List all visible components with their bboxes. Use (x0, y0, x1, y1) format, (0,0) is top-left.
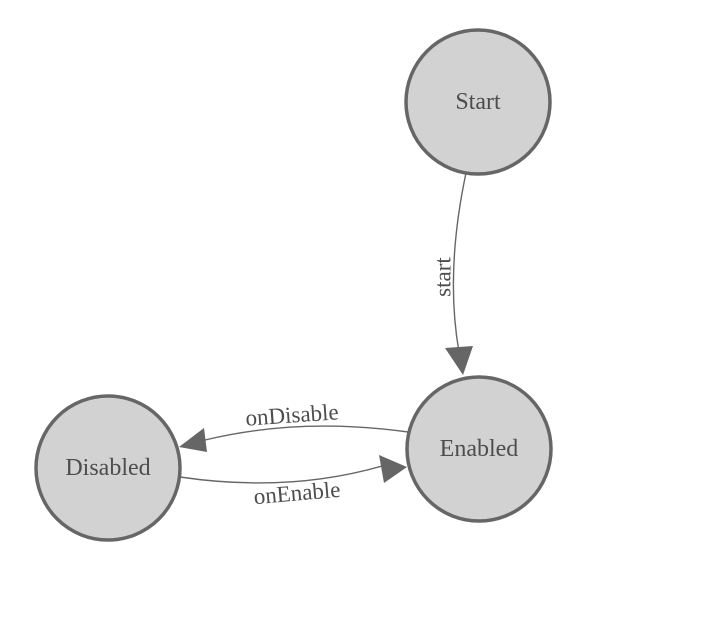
node-start-circle[interactable] (404, 28, 552, 176)
node-start[interactable]: Start (404, 28, 552, 176)
edge-label-start: start (431, 257, 456, 297)
arrowhead-disabled-to-enabled (379, 455, 407, 483)
node-start-label: Start (455, 89, 501, 115)
node-disabled-label: Disabled (65, 455, 150, 481)
edge-enabled-to-disabled: onDisable (179, 399, 409, 452)
edge-enabled-to-disabled-line (204, 425, 409, 441)
edge-disabled-to-enabled: onEnable (179, 455, 407, 509)
edge-disabled-to-enabled-line (179, 465, 383, 484)
node-enabled-circle[interactable] (405, 375, 553, 523)
edge-start-to-enabled: start (431, 172, 473, 375)
node-enabled-label: Enabled (440, 436, 519, 462)
edge-label-on-enable: onEnable (253, 477, 342, 509)
arrowhead-start-to-enabled (445, 346, 473, 375)
node-enabled[interactable]: Enabled (405, 375, 553, 523)
edge-start-to-enabled-line (452, 172, 467, 353)
node-disabled-circle[interactable] (34, 394, 182, 542)
node-disabled[interactable]: Disabled (34, 394, 182, 542)
arrowhead-enabled-to-disabled (179, 428, 207, 452)
